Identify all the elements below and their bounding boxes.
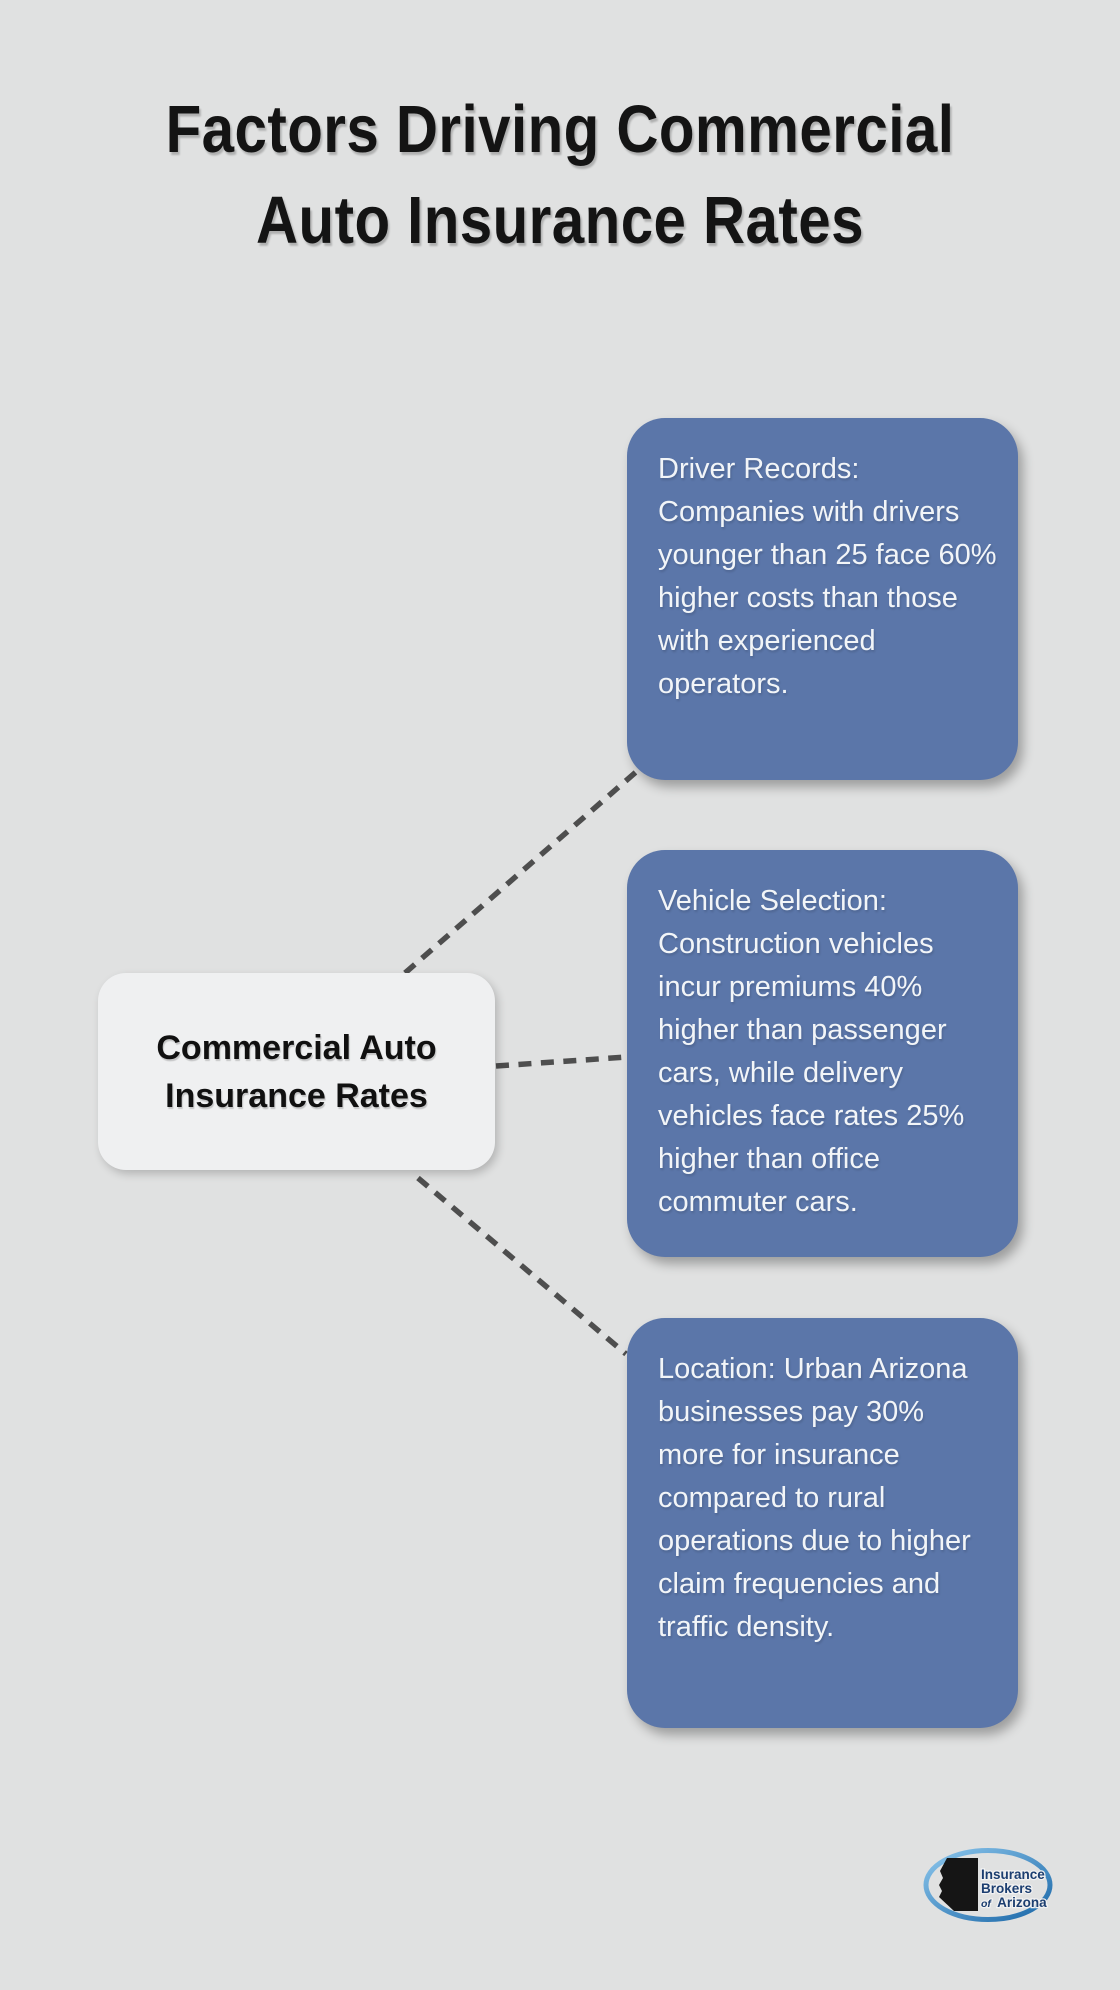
factor-card-vehicle-selection: Vehicle Selection: Construction vehicles… bbox=[627, 850, 1018, 1257]
factor-card-vehicle-selection-text: Vehicle Selection: Construction vehicles… bbox=[658, 885, 965, 1218]
factor-card-location: Location: Urban Arizona businesses pay 3… bbox=[627, 1318, 1018, 1728]
page-title-line-1: Factors Driving Commercial bbox=[165, 92, 955, 167]
logo-word-brokers: Brokers bbox=[981, 1881, 1032, 1896]
page-title-line-2: Auto Insurance Rates bbox=[256, 183, 864, 258]
logo-text-of-arizona-line: of Arizona bbox=[981, 1895, 1047, 1910]
factor-card-location-text: Location: Urban Arizona businesses pay 3… bbox=[658, 1353, 971, 1643]
factor-card-driver-records: Driver Records: Companies with drivers y… bbox=[627, 418, 1018, 780]
page-title: Factors Driving Commercial Auto Insuranc… bbox=[73, 84, 1047, 266]
factor-card-driver-records-text: Driver Records: Companies with drivers y… bbox=[658, 453, 997, 700]
central-node-label: Commercial Auto Insurance Rates bbox=[156, 1028, 437, 1115]
logo-word-insurance: Insurance bbox=[981, 1867, 1045, 1882]
connector-to-driver-records bbox=[403, 769, 638, 976]
central-node-commercial-auto-insurance-rates: Commercial Auto Insurance Rates bbox=[98, 973, 495, 1170]
logo-text-brokers-line: Brokers bbox=[981, 1881, 1032, 1896]
logo-word-arizona: Arizona bbox=[997, 1895, 1047, 1910]
connector-to-location bbox=[416, 1175, 628, 1357]
logo-ellipse-icon bbox=[923, 1848, 1053, 1922]
arizona-state-icon bbox=[939, 1858, 978, 1911]
logo-text-insurance-line: Insurance bbox=[981, 1867, 1045, 1882]
connector-to-vehicle-selection bbox=[495, 1054, 628, 1069]
insurance-brokers-of-arizona-logo: Insurance Brokers of Arizona bbox=[923, 1848, 1053, 1922]
logo-word-of: of bbox=[981, 1898, 992, 1910]
